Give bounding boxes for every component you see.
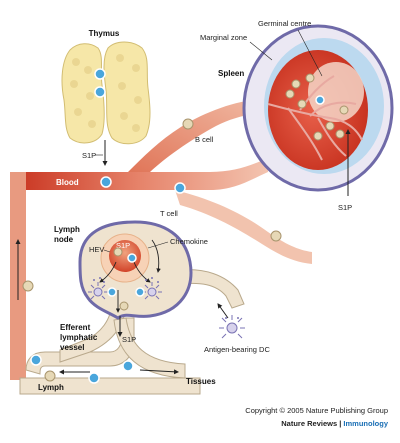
dendritic-cell-lymph-node-right xyxy=(142,282,162,300)
t-cell xyxy=(88,372,100,384)
t-cell xyxy=(122,360,134,372)
b-cell xyxy=(305,73,315,83)
arrow-tissues xyxy=(139,369,179,375)
journal-prefix: Nature Reviews xyxy=(281,419,338,428)
journal-separator: | xyxy=(337,419,344,428)
efferent-label-3: vessel xyxy=(60,343,84,352)
b-cell xyxy=(297,99,307,109)
dendritic-cells xyxy=(88,282,245,339)
spleen-label: Spleen xyxy=(218,69,244,78)
b-cell xyxy=(119,301,129,311)
lymph-node-label-2: node xyxy=(54,235,74,244)
journal-credit: Nature Reviews | Immunology xyxy=(281,419,388,428)
t-cell xyxy=(135,287,145,297)
arrow-dc-in xyxy=(217,303,229,319)
b-cell xyxy=(44,370,56,382)
t-cell xyxy=(30,354,42,366)
t-cell xyxy=(127,253,137,263)
marginal-zone-label: Marginal zone xyxy=(200,33,247,42)
lymph-loop-left xyxy=(25,317,135,375)
b-cell xyxy=(113,247,123,257)
t-cell-label: T cell xyxy=(160,209,178,218)
b-cell-label: B cell xyxy=(195,135,214,144)
dendritic-cell-lymph-node-left xyxy=(88,282,108,300)
t-cell xyxy=(174,182,186,194)
thymus-lobe-left xyxy=(61,43,105,144)
marginal-zone-pointer xyxy=(249,41,273,61)
blood-branch-lymph-node xyxy=(175,190,312,264)
lymph-node-label-1: Lymph xyxy=(54,225,80,234)
copyright-line: Copyright © 2005 Nature Publishing Group xyxy=(245,406,388,415)
lymph-node-inner-arrows xyxy=(99,239,161,313)
b-cell xyxy=(325,121,335,131)
spleen xyxy=(242,24,394,192)
hev-pointer xyxy=(103,249,111,253)
chemokine-dots xyxy=(93,277,239,319)
blood-branch-spleen xyxy=(128,98,268,172)
hev-label: HEV xyxy=(89,245,104,254)
lymph-label: Lymph xyxy=(38,383,64,392)
t-cell xyxy=(94,68,106,80)
t-cell xyxy=(100,176,112,188)
chemokine-label: Chemokine xyxy=(170,237,208,246)
thymus-s1p-label: S1P xyxy=(82,151,96,160)
hev-s1p-label: S1P xyxy=(116,241,130,250)
t-cell xyxy=(107,287,117,297)
journal-name: Immunology xyxy=(343,419,388,428)
thymus-texture xyxy=(70,54,142,132)
b-cell xyxy=(313,131,323,141)
blood-trunk xyxy=(10,158,268,190)
lymph-afferent-vessel xyxy=(179,269,245,309)
lymph-efferent-vessel xyxy=(59,299,127,363)
thymus-lobe-right xyxy=(103,41,151,145)
t-cell xyxy=(315,95,325,105)
b-cells xyxy=(22,73,349,382)
blood-label: Blood xyxy=(56,178,79,187)
flow-arrows xyxy=(15,239,229,375)
b-cell xyxy=(22,280,34,292)
thymus-label: Thymus xyxy=(89,29,120,38)
antigen-dc-label: Antigen-bearing DC xyxy=(204,345,270,354)
b-cell xyxy=(182,118,194,130)
efferent-label-1: Efferent xyxy=(60,323,91,332)
b-cell xyxy=(270,230,282,242)
lymphatic-vessels xyxy=(19,269,245,395)
lymph-bottom-channel xyxy=(19,377,201,395)
germinal-centre-pointer xyxy=(297,29,323,77)
b-cell xyxy=(291,79,301,89)
b-cell xyxy=(339,105,349,115)
spleen-white-pulp xyxy=(308,62,364,122)
b-cell xyxy=(285,89,295,99)
spleen-s1p-label: S1P xyxy=(338,203,352,212)
b-cell xyxy=(335,129,345,139)
antigen-bearing-dc xyxy=(219,315,245,339)
chemokine-pointer xyxy=(147,241,169,249)
t-cell xyxy=(94,86,106,98)
t-cells xyxy=(30,68,325,384)
germinal-centre-label: Germinal centre xyxy=(258,19,311,28)
tissues-label: Tissues xyxy=(186,377,216,386)
efferent-s1p-label: S1P xyxy=(122,335,136,344)
efferent-label-2: lymphatic xyxy=(60,333,98,342)
thymus xyxy=(61,41,151,145)
